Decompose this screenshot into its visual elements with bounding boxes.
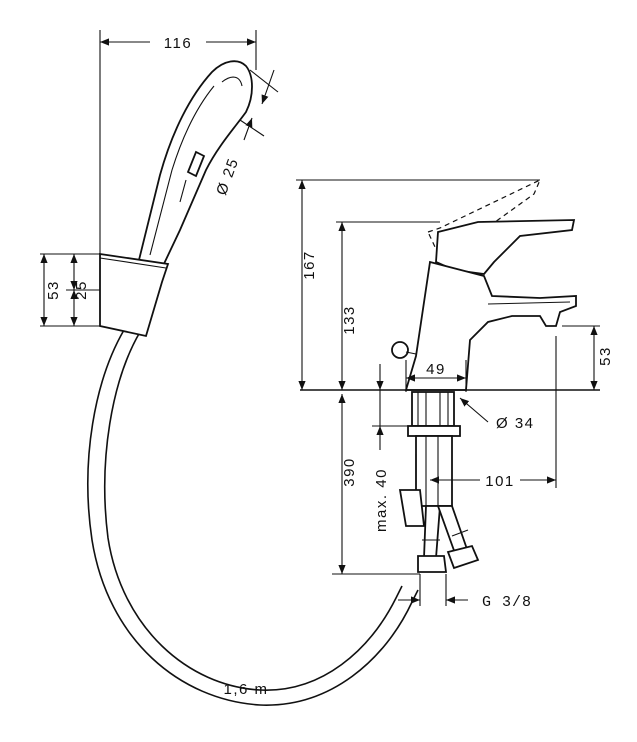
label-base-width: 49 — [426, 361, 446, 378]
label-max-thickness: max. 40 — [373, 468, 390, 532]
pop-up-knob — [391, 341, 409, 359]
dim-max-thickness: max. 40 — [372, 364, 410, 532]
dim-base-width: 49 — [405, 360, 467, 392]
dim-hose-depth: 390 — [332, 394, 420, 575]
hand-shower — [87, 60, 419, 706]
label-spout-clearance: 53 — [597, 346, 614, 366]
label-hose-length: 1,6 m — [223, 681, 268, 698]
dim-holder: 53 25 — [40, 253, 100, 327]
shower-hose — [87, 329, 419, 706]
dim-hose-offset: 101 — [415, 336, 557, 490]
dim-spout-clearance: 53 — [562, 325, 614, 390]
label-spout-height: 133 — [341, 305, 358, 335]
dim-thread: G 3/8 — [398, 574, 532, 611]
mounting-stud — [398, 391, 480, 573]
dim-spout-height: 133 — [336, 221, 440, 390]
label-hose-offset: 101 — [485, 473, 515, 490]
label-holder-height: 53 — [45, 280, 62, 300]
basin-mixer — [300, 178, 600, 573]
mixer-handle — [435, 219, 576, 275]
dim-shower-width: 116 — [99, 30, 257, 254]
shower-holder — [99, 252, 170, 338]
label-thread: G 3/8 — [482, 594, 532, 611]
label-holder-half: 25 — [73, 280, 90, 300]
label-hose-depth: 390 — [341, 457, 358, 487]
shower-button — [186, 150, 206, 178]
label-shower-width: 116 — [164, 35, 192, 52]
dim-mixer-height: 167 — [296, 179, 540, 390]
label-shower-head-dia: Ø 25 — [213, 155, 242, 197]
dim-base-dia: Ø 34 — [459, 397, 535, 432]
label-mixer-height: 167 — [301, 250, 318, 280]
label-base-dia: Ø 34 — [496, 415, 535, 432]
